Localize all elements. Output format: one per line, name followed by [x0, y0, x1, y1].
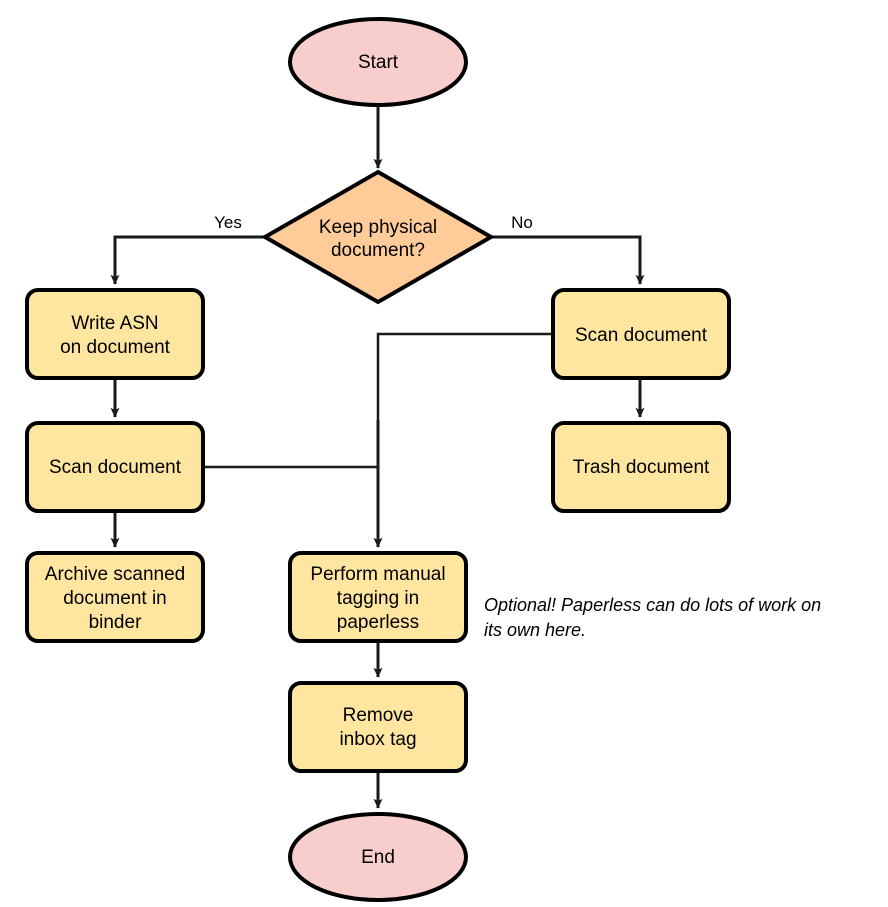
node-start[interactable]: Start [288, 17, 468, 107]
write-asn-label-line1: Write ASN [71, 313, 158, 334]
scan-document-left-label: Scan document [49, 457, 182, 478]
edge-decision-yes-to-write-asn [110, 235, 264, 285]
manual-tagging-label-line1: Perform manual [310, 564, 445, 585]
edge-scan-right-to-merge [376, 332, 553, 420]
node-write-asn-on-document[interactable]: Write ASN on document [25, 288, 205, 380]
archive-label-line3: binder [89, 612, 142, 633]
trash-document-box [551, 421, 731, 513]
annotation-optional-note: Optional! Paperless can do lots of work … [484, 595, 821, 640]
scan-document-left-box [25, 421, 205, 513]
archive-label-line2: document in [63, 588, 167, 609]
node-scan-document-left[interactable]: Scan document [25, 421, 205, 513]
edge-decision-no-to-scan-right [492, 235, 645, 285]
start-label: Start [358, 52, 399, 73]
scan-document-right-label: Scan document [575, 325, 708, 346]
end-ellipse [288, 812, 468, 902]
write-asn-box [25, 288, 205, 380]
edge-label-no: No [511, 213, 533, 232]
node-end[interactable]: End [288, 812, 468, 902]
remove-inbox-label-line1: Remove [343, 705, 414, 726]
archive-box [25, 551, 205, 643]
manual-tagging-label-line3: paperless [337, 612, 419, 633]
end-label: End [361, 847, 395, 868]
node-decision-keep-physical-document[interactable]: Keep physical document? [260, 169, 496, 305]
annotation-line2: its own here. [484, 620, 586, 640]
node-scan-document-right[interactable]: Scan document [551, 288, 731, 380]
edge-label-yes: Yes [214, 213, 242, 232]
write-asn-label-line2: on document [60, 337, 171, 358]
node-remove-inbox-tag[interactable]: Remove inbox tag [288, 681, 468, 773]
trash-document-label: Trash document [573, 457, 710, 478]
remove-inbox-label-line2: inbox tag [339, 729, 416, 750]
decision-label-line2: document? [331, 240, 425, 261]
decision-label-line1: Keep physical [319, 217, 437, 238]
decision-diamond [260, 169, 496, 305]
node-trash-document[interactable]: Trash document [551, 421, 731, 513]
remove-inbox-tag-box [288, 681, 468, 773]
start-ellipse [288, 17, 468, 107]
manual-tagging-box [288, 551, 468, 643]
node-archive-scanned-document[interactable]: Archive scanned document in binder [25, 551, 205, 643]
node-perform-manual-tagging[interactable]: Perform manual tagging in paperless [288, 551, 468, 643]
annotation-line1: Optional! Paperless can do lots of work … [484, 595, 821, 615]
archive-label-line1: Archive scanned [45, 564, 185, 585]
scan-document-right-box [551, 288, 731, 380]
manual-tagging-label-line2: tagging in [337, 588, 419, 609]
